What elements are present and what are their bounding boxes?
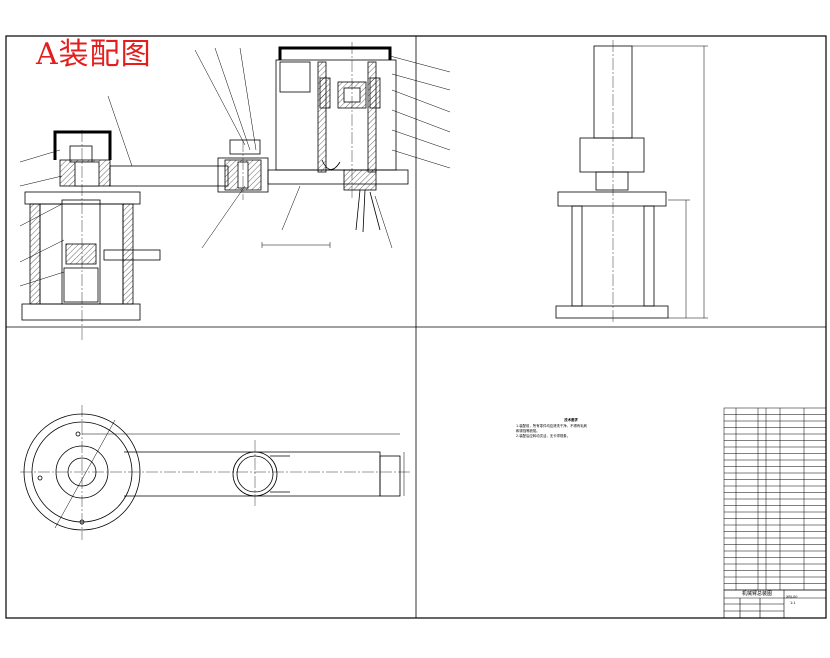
side-view bbox=[555, 40, 708, 322]
technical-requirements-heading: 技术要求 bbox=[564, 418, 578, 422]
parts-list bbox=[723, 407, 827, 591]
drawing-title: A装配图 bbox=[36, 37, 152, 72]
title-block-scale: 1:1 bbox=[790, 601, 796, 605]
technical-requirements: 技术要求 1.装配前，所有零件均应清洗干净，不得有毛刺 和锈蚀等缺陷。 2.装配… bbox=[516, 418, 626, 439]
technical-requirement-3: 2.装配后应转动灵活，无卡滞现象。 bbox=[516, 434, 571, 438]
title-block bbox=[723, 589, 827, 619]
technical-requirement-1: 1.装配前，所有零件均应清洗干净，不得有毛刺 bbox=[516, 424, 588, 428]
plan-view bbox=[20, 405, 410, 540]
title-block-name: 机械臂总装图 bbox=[742, 591, 773, 597]
title-block-code: XBJ-00 bbox=[786, 595, 798, 599]
front-section-view bbox=[19, 42, 451, 340]
technical-requirement-2: 和锈蚀等缺陷。 bbox=[516, 429, 540, 433]
